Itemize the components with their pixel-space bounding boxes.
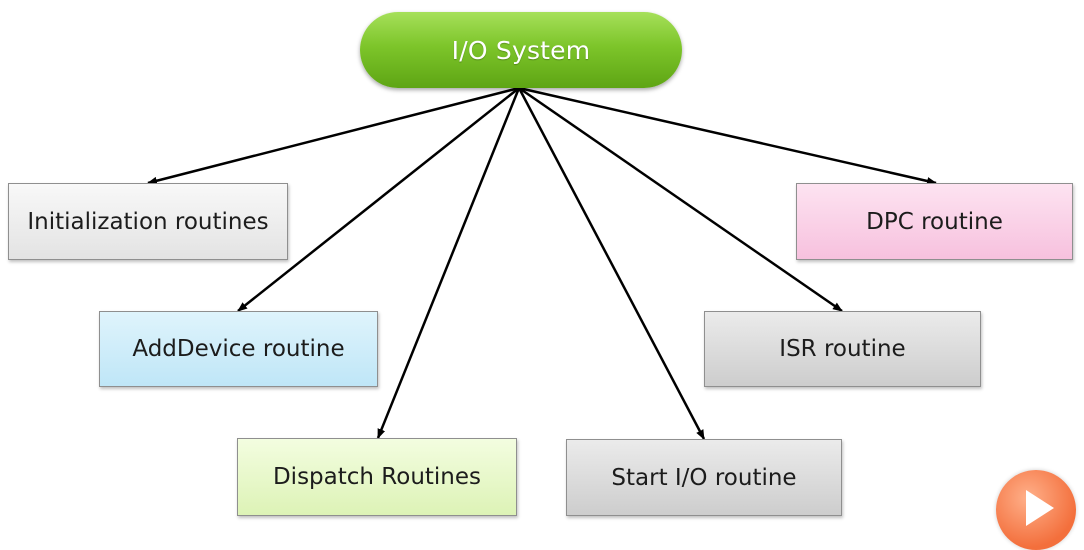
node-adddevice-routine: AddDevice routine xyxy=(99,311,378,387)
node-dispatch-routines: Dispatch Routines xyxy=(237,438,517,516)
edge-root-to-isr xyxy=(518,86,843,313)
node-label: Dispatch Routines xyxy=(272,464,482,490)
edge-root-to-init xyxy=(147,86,520,185)
node-label: DPC routine xyxy=(866,208,1003,235)
edge-root-to-add xyxy=(237,87,520,312)
play-button[interactable] xyxy=(996,470,1076,550)
connector-lines xyxy=(147,86,937,440)
edge-root-to-dpc xyxy=(518,86,937,185)
node-dpc-routine: DPC routine xyxy=(796,183,1073,260)
node-label: Start I/O routine xyxy=(611,464,797,491)
root-node-io-system: I/O System xyxy=(360,12,682,88)
node-label: ISR routine xyxy=(779,336,906,362)
node-initialization-routines: Initialization routines xyxy=(8,183,288,260)
root-node-label: I/O System xyxy=(451,35,591,65)
node-label: AddDevice routine xyxy=(132,336,345,362)
io-system-diagram: I/O System Initialization routines AddDe… xyxy=(8,12,1076,550)
edge-root-to-start xyxy=(517,87,706,440)
node-start-io-routine: Start I/O routine xyxy=(566,439,842,516)
node-label: Initialization routines xyxy=(27,208,269,235)
play-icon xyxy=(1026,490,1054,526)
node-isr-routine: ISR routine xyxy=(704,311,981,387)
edge-root-to-disp xyxy=(376,87,521,439)
